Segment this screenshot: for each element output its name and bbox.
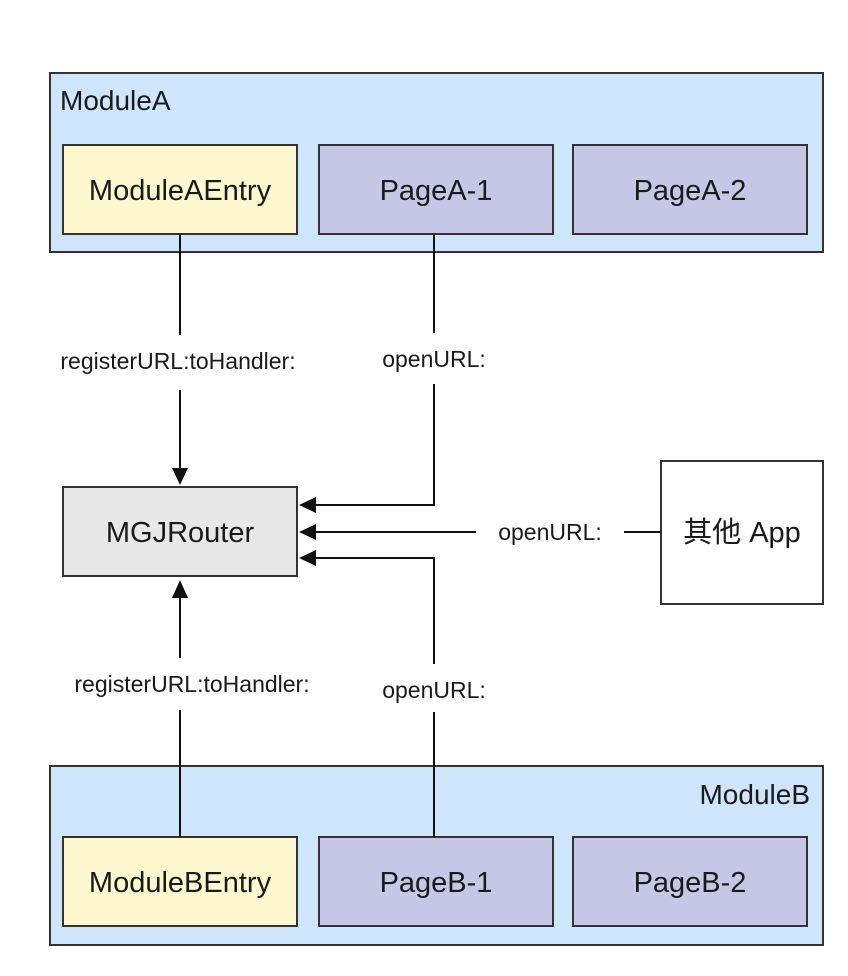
page-b1-label: PageB-1: [380, 867, 493, 899]
router-box: [62, 486, 298, 577]
other-app-node: 其他 App: [660, 460, 824, 605]
edge-page-b1-open-label: openURL:: [382, 677, 486, 703]
edge-other-app-open: openURL:: [299, 519, 661, 545]
module-b-entry-label: ModuleBEntry: [89, 867, 272, 899]
page-a1-label: PageA-1: [380, 175, 493, 207]
edge-module-b-register-arrowhead: [172, 580, 188, 598]
page-b1-box: [318, 836, 554, 927]
other-app-label: 其他 App: [683, 516, 801, 549]
edge-page-b1-open-arrowhead: [299, 550, 316, 566]
page-b1-node: PageB-1: [318, 836, 554, 927]
edge-other-app-open-arrowhead: [299, 524, 316, 540]
page-b2-box: [572, 836, 808, 927]
edge-module-a-register-arrowhead: [172, 468, 188, 485]
page-b2-node: PageB-2: [572, 836, 808, 927]
edge-page-a1-open-label: openURL:: [382, 346, 486, 372]
router-node: MGJRouter: [62, 486, 298, 577]
page-a2-box: [572, 144, 808, 235]
edge-page-a1-open-arrowhead: [299, 497, 316, 513]
module-a-title: ModuleA: [60, 85, 171, 116]
edge-module-a-register-label: registerURL:toHandler:: [60, 348, 295, 374]
module-b-container: ModuleB ModuleBEntry PageB-1 PageB-2: [49, 765, 824, 946]
module-b-entry-node: ModuleBEntry: [62, 836, 298, 927]
edge-module-a-register: registerURL:toHandler:: [60, 234, 296, 485]
page-a2-label: PageA-2: [634, 175, 747, 207]
page-b2-label: PageB-2: [634, 867, 747, 899]
module-b-entry-box: [62, 836, 298, 927]
page-a2-node: PageA-2: [572, 144, 808, 235]
edge-module-b-register-label: registerURL:toHandler:: [74, 671, 309, 697]
module-a-container: ModuleA ModuleAEntry PageA-1 PageA-2: [49, 72, 824, 253]
edge-page-a1-open-line-bottom: [316, 384, 435, 506]
edge-other-app-open-label: openURL:: [498, 519, 602, 545]
module-a-entry-node: ModuleAEntry: [62, 144, 298, 235]
page-a1-box: [318, 144, 554, 235]
edge-page-b1-open-line-top: [316, 557, 435, 664]
other-app-box: [660, 460, 824, 605]
module-b-title: ModuleB: [699, 779, 810, 810]
module-a-entry-label: ModuleAEntry: [89, 175, 272, 207]
edge-module-b-register: registerURL:toHandler:: [74, 580, 310, 837]
module-a-entry-box: [62, 144, 298, 235]
edge-page-b1-open: openURL:: [299, 550, 486, 837]
page-a1-node: PageA-1: [318, 144, 554, 235]
edge-page-a1-open: openURL:: [299, 234, 486, 513]
router-label: MGJRouter: [106, 517, 255, 549]
